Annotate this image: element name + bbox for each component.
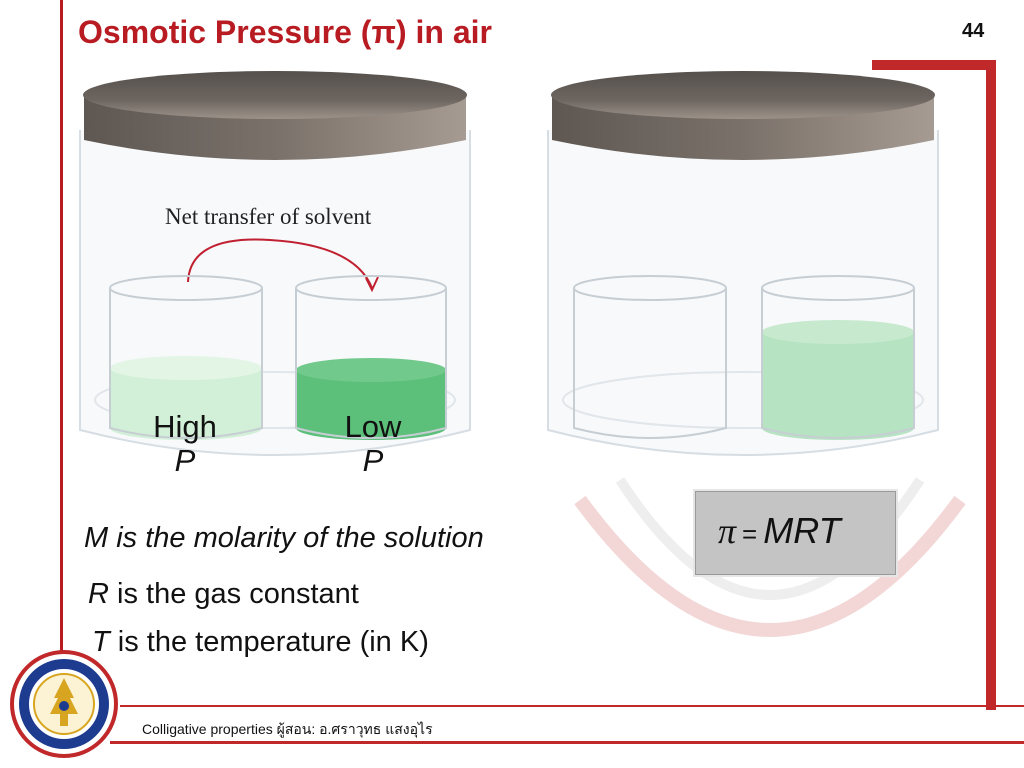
label-low-p: Low P — [328, 410, 418, 478]
slide-title: Osmotic Pressure (π) in air — [78, 14, 492, 50]
university-seal-logo — [10, 650, 118, 758]
formula-rhs: MRT — [763, 510, 841, 551]
left-accent-line — [60, 0, 63, 700]
footer-text: Colligative properties ผู้สอน: อ.ศราวุทธ… — [142, 721, 433, 737]
arrow-label: Net transfer of solvent — [165, 204, 372, 229]
definition-t: T is the temperature (in K) — [92, 626, 429, 659]
beaker-high-p — [109, 275, 263, 440]
page-number: 44 — [962, 20, 985, 42]
footer-line — [110, 741, 1024, 744]
label-low-p-symbol: P — [362, 443, 384, 478]
beaker-empty — [573, 275, 727, 439]
osmotic-pressure-formula: π=MRT — [718, 510, 841, 552]
definition-m: M is the molarity of the solution — [84, 522, 484, 554]
formula-equals: = — [742, 519, 758, 549]
definition-r-text: is the gas constant — [117, 578, 359, 610]
right-frame-bar — [986, 60, 996, 710]
label-low-text: Low — [344, 409, 402, 444]
definition-t-symbol: T — [92, 626, 110, 658]
osmosis-illustration — [79, 71, 939, 456]
footer-upper-line — [120, 705, 1024, 707]
definition-r: R is the gas constant — [88, 578, 359, 611]
label-high-text: High — [153, 409, 217, 444]
formula-pi: π — [718, 511, 737, 551]
definition-t-text: is the temperature (in K) — [117, 626, 429, 658]
top-frame-bar — [872, 60, 996, 70]
beaker-equilibrium — [761, 275, 915, 440]
formula-box — [693, 489, 898, 577]
label-high-p: High P — [140, 410, 230, 478]
definition-r-symbol: R — [88, 578, 109, 610]
beaker-low-p — [295, 275, 447, 440]
label-high-p-symbol: P — [174, 443, 196, 478]
